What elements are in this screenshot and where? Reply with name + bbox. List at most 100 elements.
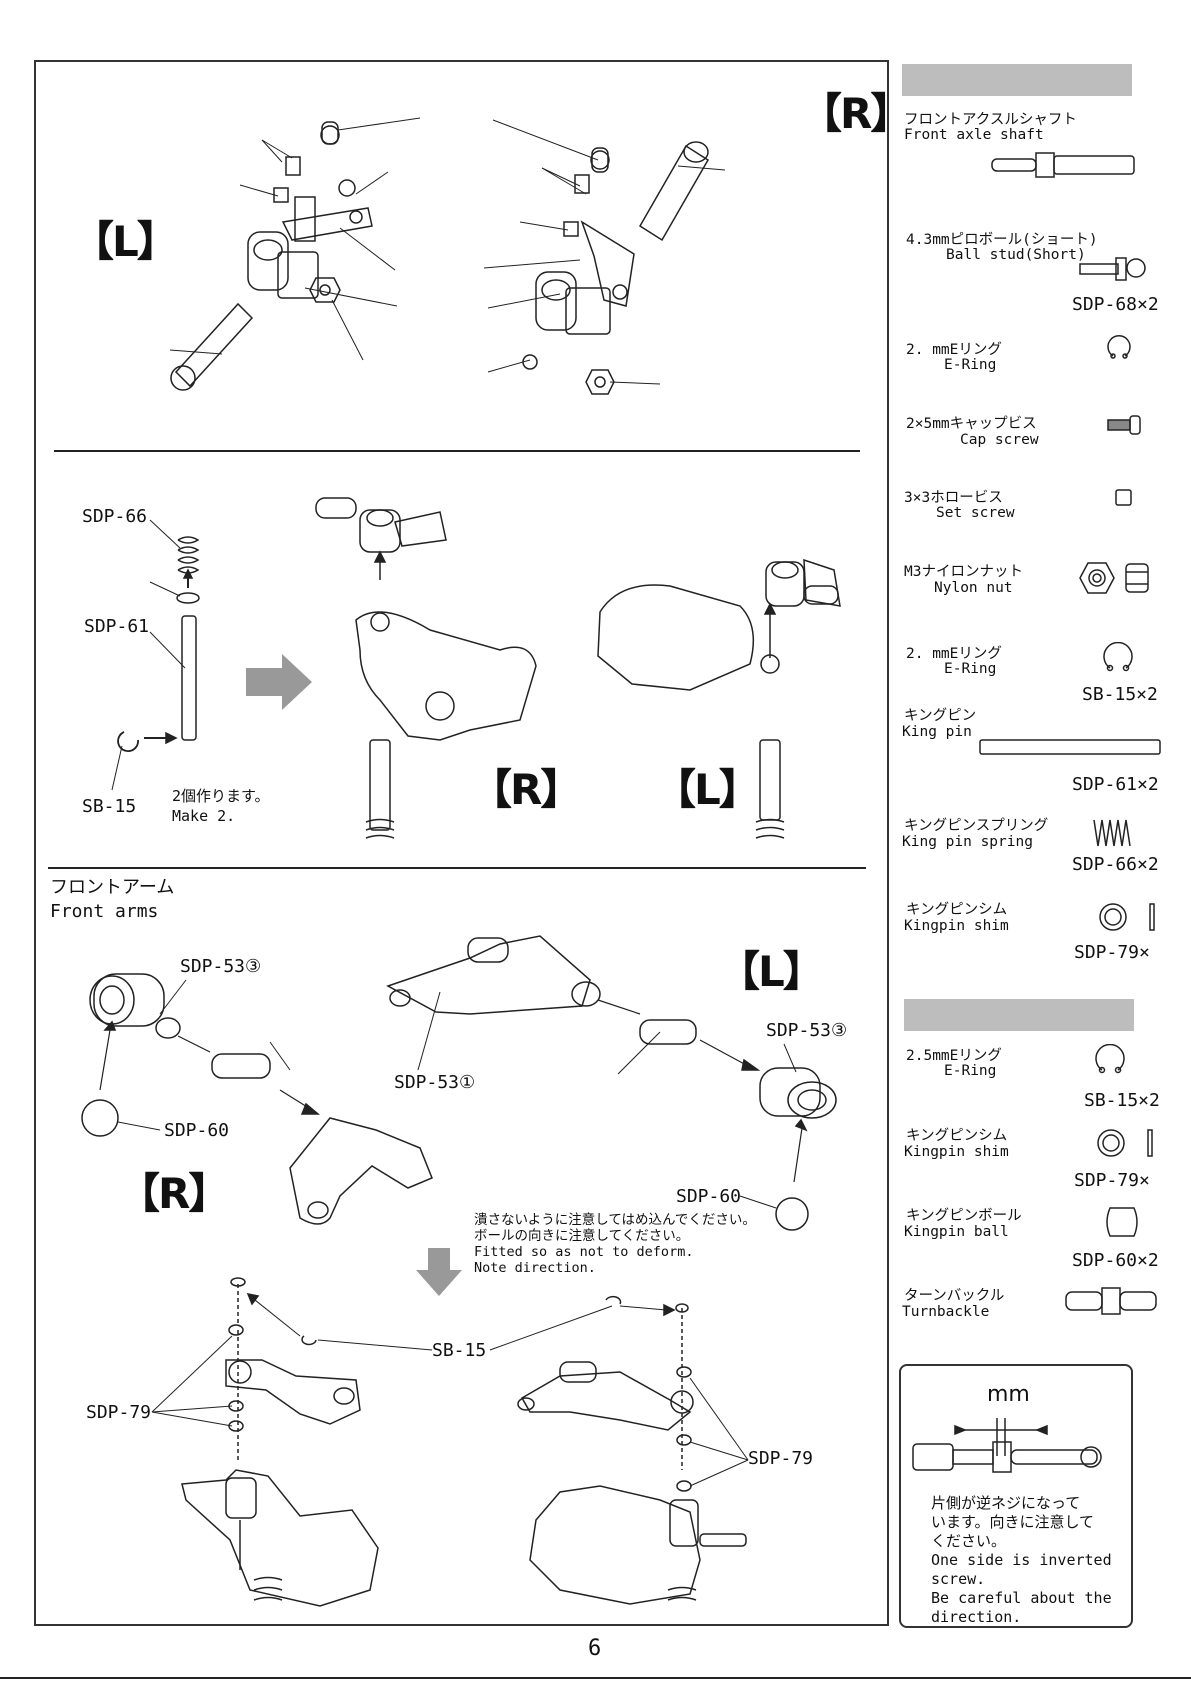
part-name-jp: M3ナイロンナット: [904, 564, 1023, 580]
make-two-note: 2個作ります。 Make 2.: [172, 786, 270, 826]
knuckle-l-drawing: [170, 121, 373, 391]
tip-text-en-3: Be careful about the: [931, 1589, 1112, 1607]
kingpin-assembly-drawing: [111, 519, 200, 791]
e-ring-icon: [1095, 1044, 1125, 1074]
front-arm-r-drawing: [81, 973, 433, 1225]
part-name-en: Nylon nut: [934, 580, 1013, 596]
part-qty: SB-15×2: [1082, 684, 1158, 705]
parts-header-1: [902, 64, 1132, 96]
bottom-assembly-right-drawing: [517, 1295, 749, 1605]
part-label-shim-left: SDP-79: [86, 1402, 152, 1423]
part-qty: SDP-79×: [1074, 942, 1150, 963]
page-number: 6: [588, 1636, 602, 1661]
part-name-jp: フロントアクスルシャフト: [904, 112, 1077, 128]
part-label-ering: SB-15: [82, 796, 137, 817]
part-name-en: King pin spring: [902, 834, 1033, 850]
part-name-jp: 2×5mmキャップビス: [906, 416, 1037, 432]
part-name-en: King pin: [902, 724, 972, 740]
leader-lines-step1-l: [169, 117, 421, 361]
part-name-en: Cap screw: [960, 432, 1039, 448]
axle-shaft-icon: [991, 152, 1135, 178]
fitting-note-en-2: Note direction.: [474, 1260, 596, 1276]
section-title: フロントアーム Front arms: [50, 876, 174, 924]
part-label-ering-step3: SB-15: [432, 1340, 487, 1361]
part-name-en: Ball stud(Short): [946, 247, 1086, 263]
leader-lines-step3: [117, 979, 797, 1209]
shim-icon: [1099, 903, 1155, 931]
knuckle-r-drawing: [522, 141, 710, 395]
part-name-jp: キングピン: [904, 708, 977, 724]
front-arm-l-drawing: [386, 935, 837, 1231]
part-name-jp: キングピンシム: [906, 1128, 1008, 1144]
part-label-shim-right: SDP-79: [748, 1448, 814, 1469]
part-qty: SDP-79×: [1074, 1170, 1150, 1191]
spring-icon: [1093, 819, 1131, 847]
tip-text-en-1: One side is inverted: [931, 1551, 1112, 1569]
part-name-en: E-Ring: [944, 661, 997, 677]
part-name-jp: 2.5mmEリング: [906, 1048, 1002, 1064]
tip-text-en-2: screw.: [931, 1570, 986, 1588]
main-frame: [34, 60, 889, 1626]
side-label-l-step2: 【L】: [654, 765, 761, 814]
section-title-jp: フロントアーム: [50, 877, 175, 898]
part-name-jp: 3×3ホロービス: [904, 490, 1003, 506]
part-name-jp: キングピンシム: [906, 902, 1008, 918]
parts-header-2: [904, 999, 1134, 1031]
part-qty: SB-15×2: [1084, 1090, 1160, 1111]
part-name-en: E-Ring: [944, 357, 997, 373]
part-label-ball-left: SDP-60: [164, 1120, 230, 1141]
fitting-note-jp-1: 潰さないように注意してはめ込んでください。: [474, 1212, 756, 1228]
leader-lines-step1-r: [483, 119, 726, 385]
direction-arrow-down: [416, 1248, 462, 1296]
side-label-r-step3: 【R】: [118, 1169, 230, 1218]
hub-assembly-r-drawing: [315, 497, 537, 839]
part-qty: SDP-68×2: [1072, 294, 1159, 315]
part-name-en: E-Ring: [944, 1063, 997, 1079]
king-pin-icon: [979, 739, 1161, 755]
part-name-en: Set screw: [936, 505, 1015, 521]
ball-stud-icon: [1079, 257, 1146, 281]
hub-assembly-l-drawing: [597, 558, 841, 839]
part-label-spring: SDP-66: [82, 506, 148, 527]
tip-unit: mm: [987, 1382, 1030, 1407]
side-label-l: 【L】: [72, 217, 179, 266]
direction-arrow-right: [246, 654, 312, 710]
fitting-note: 潰さないように注意してはめ込んでください。 ボールの向きに注意してください。 F…: [474, 1212, 756, 1276]
part-name-en: Turnbackle: [902, 1304, 990, 1320]
e-ring-icon: [1103, 642, 1133, 672]
part-name-jp: 2. mmEリング: [906, 342, 1002, 358]
fitting-note-jp-2: ボールの向きに注意してください。: [474, 1228, 690, 1244]
part-label-ball-right: SDP-60: [676, 1186, 742, 1207]
part-qty: SDP-60×2: [1072, 1250, 1159, 1271]
fitting-note-en-1: Fitted so as not to deform.: [474, 1244, 694, 1260]
part-name-jp: 4.3mmピロボール(ショート): [906, 232, 1098, 248]
part-name-en: Kingpin shim: [904, 918, 1009, 934]
part-name-jp: 2. mmEリング: [906, 646, 1002, 662]
make-two-note-en: Make 2.: [172, 807, 236, 825]
tip-text-jp-3: ください。: [931, 1532, 1007, 1550]
side-label-r-step2: 【R】: [470, 765, 582, 814]
tip-text: 片側が逆ネジになって います。向きに注意して ください。 One side is…: [931, 1494, 1112, 1627]
bottom-assembly-left-drawing: [151, 1277, 379, 1607]
part-label-kingpin: SDP-61: [84, 616, 150, 637]
make-two-note-jp: 2個作ります。: [172, 787, 270, 805]
tip-text-jp-2: います。向きに注意して: [931, 1513, 1095, 1531]
shim-icon: [1097, 1129, 1153, 1157]
part-label-arm: SDP-53①: [394, 1072, 476, 1093]
nylon-nut-icon: [1079, 562, 1149, 594]
part-qty: SDP-66×2: [1072, 854, 1159, 875]
part-name-jp: ターンバックル: [904, 1288, 1005, 1304]
tip-text-en-4: direction.: [931, 1608, 1022, 1626]
sb15-leader-lines: [317, 1305, 613, 1351]
part-label-ball-end-right: SDP-53③: [766, 1020, 848, 1041]
turnbuckle-dimension-icon: [912, 1418, 1102, 1473]
inverted-thread-tip: mm 片側が逆ネジになって います。向きに注意して ください。 One side…: [899, 1364, 1133, 1628]
part-name-en: Kingpin shim: [904, 1144, 1009, 1160]
turnbuckle-icon: [1065, 1287, 1157, 1315]
part-qty: SDP-61×2: [1072, 774, 1159, 795]
ball-icon: [1106, 1207, 1138, 1237]
section-title-en: Front arms: [50, 901, 159, 922]
bottom-rule: [0, 1677, 1191, 1679]
side-label-r: 【R】: [800, 89, 912, 138]
